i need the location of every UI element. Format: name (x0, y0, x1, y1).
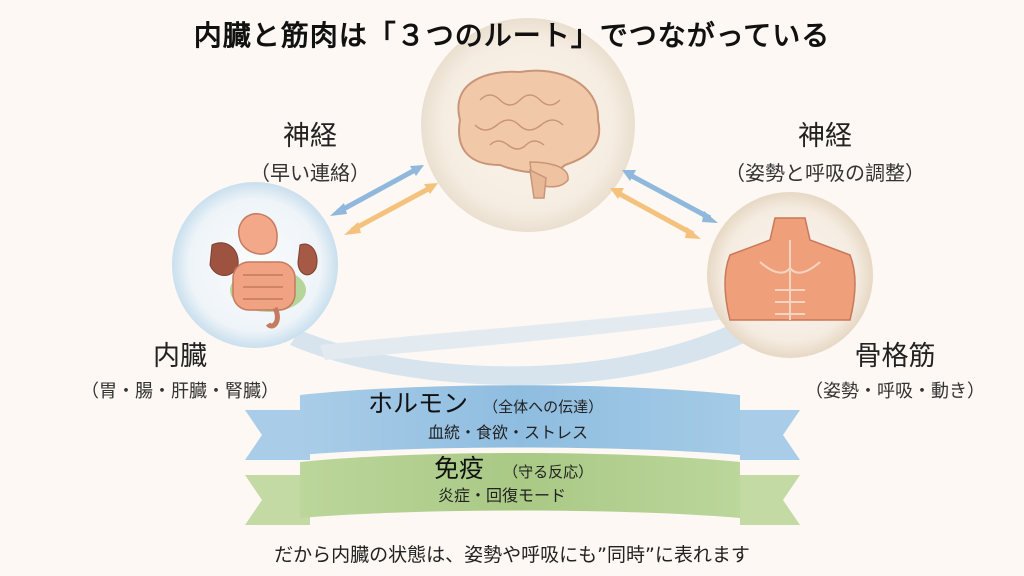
nerve-arrow-left-orange (344, 183, 438, 235)
immune-title-row: 免疫 （守る反応） (434, 449, 593, 485)
nerve-right-title: 神経 (798, 121, 852, 152)
organs-sub: （胃・腸・肝臓・腎臓） (81, 381, 279, 402)
internal-organs-icon (209, 213, 318, 329)
hormone-ribbon (245, 385, 800, 460)
nerve-left-sub: （早い連絡） (250, 161, 370, 185)
muscles-title: 骨格筋 (854, 341, 936, 372)
brain-icon (457, 69, 601, 199)
brain-node (421, 18, 635, 232)
nerve-right-label: 神経 （姿勢と呼吸の調整） (690, 114, 960, 186)
hormone-note: （全体への伝達） (483, 398, 604, 416)
muscles-label: 骨格筋 （姿勢・呼吸・動き） (780, 334, 1010, 403)
nerve-arrow-right-blue (622, 170, 718, 223)
organs-node (172, 182, 338, 348)
nerve-left-label: 神経 （早い連絡） (220, 114, 400, 186)
hormone-band-swoosh (290, 300, 775, 386)
immune-title: 免疫 (434, 454, 485, 483)
immune-sub: 炎症・回復モード (438, 486, 567, 505)
muscles-node (707, 192, 873, 358)
immune-ribbon (245, 453, 800, 525)
organs-title: 内臓 (153, 341, 207, 372)
nerve-left-title: 神経 (283, 121, 337, 152)
nerve-right-sub: （姿勢と呼吸の調整） (725, 161, 925, 185)
organs-label: 内臓 （胃・腸・肝臓・腎臓） (50, 334, 310, 403)
hormone-sub: 血統・食欲・ストレス (428, 423, 589, 442)
nerve-arrow-right-orange (610, 188, 701, 239)
skeletal-muscle-icon (724, 217, 856, 321)
nerve-arrow-left-blue (330, 165, 424, 216)
hormone-title-row: ホルモン （全体への伝達） (368, 384, 603, 420)
hormone-title: ホルモン (368, 389, 469, 418)
immune-note: （守る反応） (503, 463, 594, 481)
page-title: 内臓と筋肉は「３つのルート」でつながっている (193, 19, 831, 52)
footer-caption: だから内臓の状態は、姿勢や呼吸にも”同時”に表れます (274, 544, 750, 566)
muscles-sub: （姿勢・呼吸・動き） (805, 381, 985, 402)
